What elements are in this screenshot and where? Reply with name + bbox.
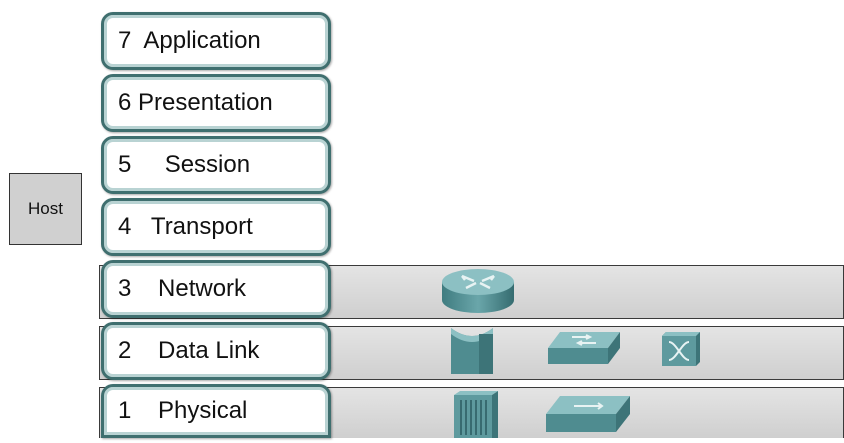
layer-label: 6 Presentation bbox=[118, 89, 273, 116]
layer-transport: 4 Transport bbox=[101, 198, 331, 256]
hub-icon bbox=[452, 389, 500, 438]
layer-label: 5 Session bbox=[118, 151, 251, 178]
layer-label: 7 Application bbox=[118, 27, 261, 54]
switch-icon bbox=[546, 330, 622, 366]
layer-label: 1 Physical bbox=[118, 397, 248, 424]
router-icon bbox=[440, 266, 516, 316]
bridge-icon bbox=[449, 324, 495, 378]
layer-label: 2 Data Link bbox=[118, 337, 260, 364]
host-label: Host bbox=[28, 199, 63, 218]
layer-label: 4 Transport bbox=[118, 213, 253, 240]
layer-data-link: 2 Data Link bbox=[101, 322, 331, 380]
layer-network: 3 Network bbox=[101, 260, 331, 318]
layer-presentation: 6 Presentation bbox=[101, 74, 331, 132]
host-box: Host bbox=[9, 173, 82, 245]
repeater-icon bbox=[544, 394, 632, 434]
layer-application: 7 Application bbox=[101, 12, 331, 70]
layer-physical: 1 Physical bbox=[101, 384, 331, 438]
layer-session: 5 Session bbox=[101, 136, 331, 194]
crossover-icon bbox=[660, 330, 702, 368]
layer-label: 3 Network bbox=[118, 275, 247, 302]
